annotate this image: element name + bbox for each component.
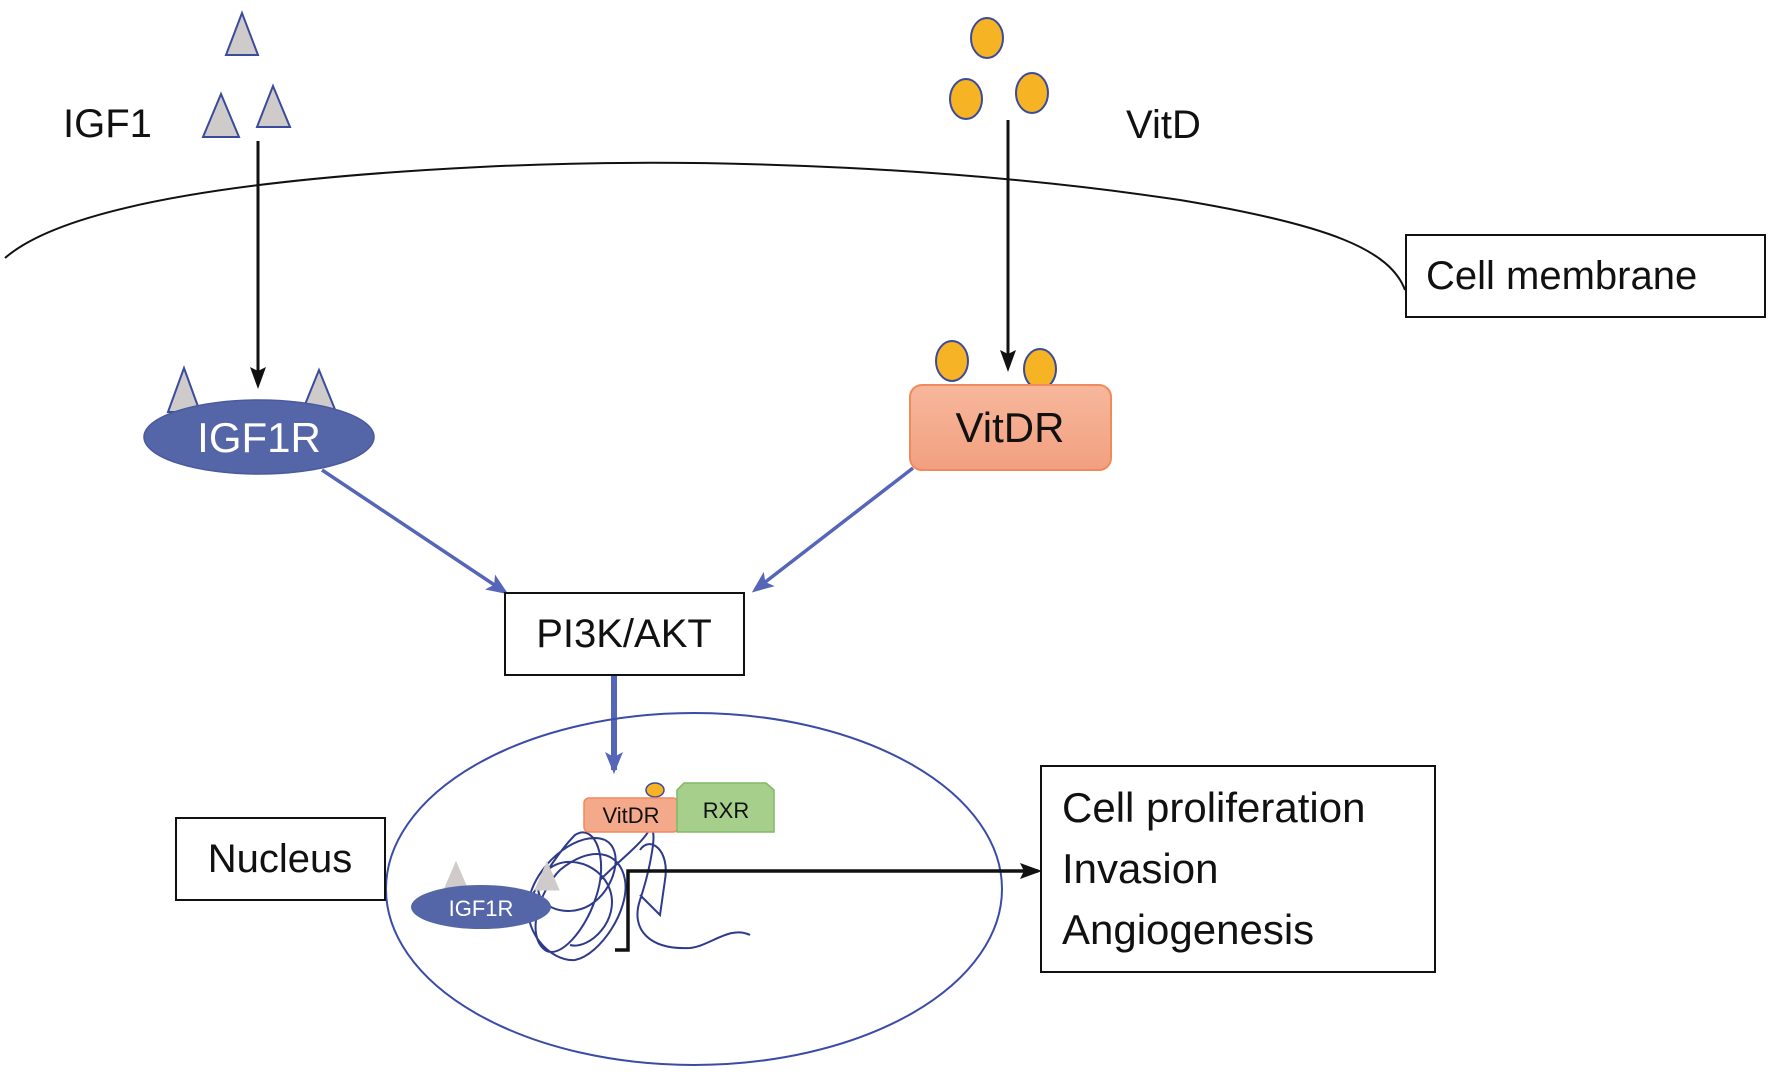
bound-vitd-circle-icon (935, 340, 969, 382)
nuclear-igf1r-label: IGF1R (449, 896, 514, 921)
nuclear-rxr-box (676, 782, 775, 833)
cell-membrane-label: Cell membrane (1426, 254, 1697, 298)
nuclear-vitd-circle-icon (645, 782, 665, 798)
cell-membrane-label-box: Cell membrane (1405, 234, 1766, 318)
igf1-ligands (201, 10, 292, 138)
igf1r-receptor: IGF1R (143, 365, 375, 475)
nucleus-label-box: Nucleus (175, 817, 386, 901)
dna-strand (519, 829, 751, 962)
igf1r-label: IGF1R (197, 414, 321, 461)
nuclear-igf1-triangle-icon (534, 860, 560, 891)
outcome-item: Cell proliferation (1062, 784, 1365, 831)
vitd-circle-icon (949, 78, 983, 120)
nuclear-rxr-label: RXR (703, 798, 749, 823)
pi3k-akt-box: PI3K/AKT (504, 592, 745, 676)
igf1r-ellipse (143, 399, 375, 475)
vitd-ligands (949, 17, 1049, 120)
pi3k-akt-label: PI3K/AKT (536, 612, 712, 656)
nucleus-label: Nucleus (208, 837, 353, 881)
vitdr-to-pi3k-arrow (751, 466, 915, 593)
nuclear-vitdr-label: VitDR (602, 803, 659, 828)
nuclear-igf1r-ellipse (411, 885, 551, 929)
outcome-item: Invasion (1062, 845, 1218, 892)
nuclear-vitdr-rxr-complex: VitDR RXR (583, 782, 775, 833)
igf1-triangle-icon (201, 91, 241, 138)
outcomes-box: Cell proliferation Invasion Angiogenesis (1040, 765, 1436, 973)
vitdr-label: VitDR (956, 404, 1065, 451)
igf1-triangle-icon (224, 10, 260, 56)
vitd-label: VitD (1126, 103, 1201, 147)
bound-vitd-circle-icon (1023, 348, 1057, 390)
nuclear-igf1r: IGF1R (411, 860, 560, 929)
vitdr-box (909, 384, 1112, 471)
igf1-label: IGF1 (63, 102, 152, 146)
vitdr-receptor: VitDR (909, 340, 1112, 471)
vitd-circle-icon (970, 17, 1004, 59)
cell-membrane-curve (4, 161, 1406, 291)
outcome-item: Angiogenesis (1062, 906, 1314, 953)
igf1-triangle-icon (255, 83, 292, 128)
vitd-circle-icon (1015, 72, 1049, 114)
igf1r-to-pi3k-arrow (321, 468, 509, 595)
transcription-arrow (615, 863, 1042, 952)
